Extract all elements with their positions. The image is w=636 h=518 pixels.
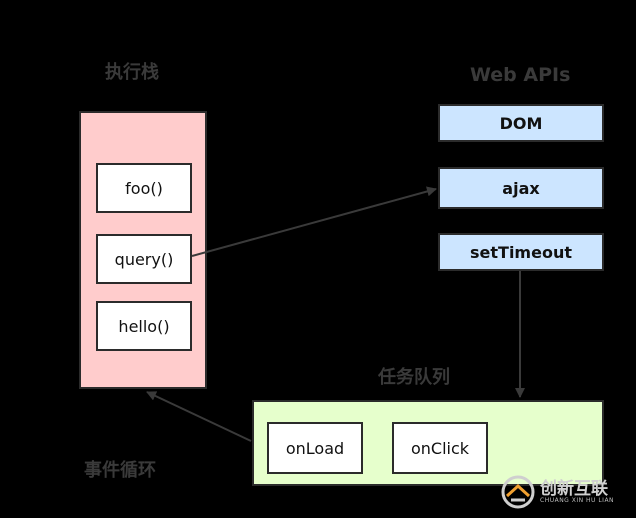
arrow-query-to-ajax xyxy=(191,186,437,257)
stack-frame-foo: foo() xyxy=(96,163,192,213)
brand-name: 创新互联 xyxy=(540,479,608,499)
web-apis-title: Web APIs xyxy=(470,64,571,86)
stack-frame-hello: hello() xyxy=(96,301,192,351)
web-api-ajax: ajax xyxy=(438,167,604,209)
brand-subtitle: CHUANG XIN HU LIAN xyxy=(540,497,615,504)
event-loop-label: 事件循环 xyxy=(84,460,156,481)
task-queue: onLoad onClick xyxy=(252,400,604,486)
call-stack: foo() query() hello() xyxy=(79,111,207,389)
web-api-settimeout: setTimeout xyxy=(438,233,604,271)
call-stack-title: 执行栈 xyxy=(105,62,159,83)
stack-frame-query: query() xyxy=(96,234,192,284)
web-api-dom: DOM xyxy=(438,104,604,142)
watermark: 创新互联 CHUANG XIN HU LIAN xyxy=(498,470,628,514)
task-onload: onLoad xyxy=(267,422,363,474)
task-onclick: onClick xyxy=(392,422,488,474)
brand-logo-icon xyxy=(501,475,535,509)
task-queue-title: 任务队列 xyxy=(378,367,450,388)
arrow-queue-to-stack xyxy=(146,391,252,442)
